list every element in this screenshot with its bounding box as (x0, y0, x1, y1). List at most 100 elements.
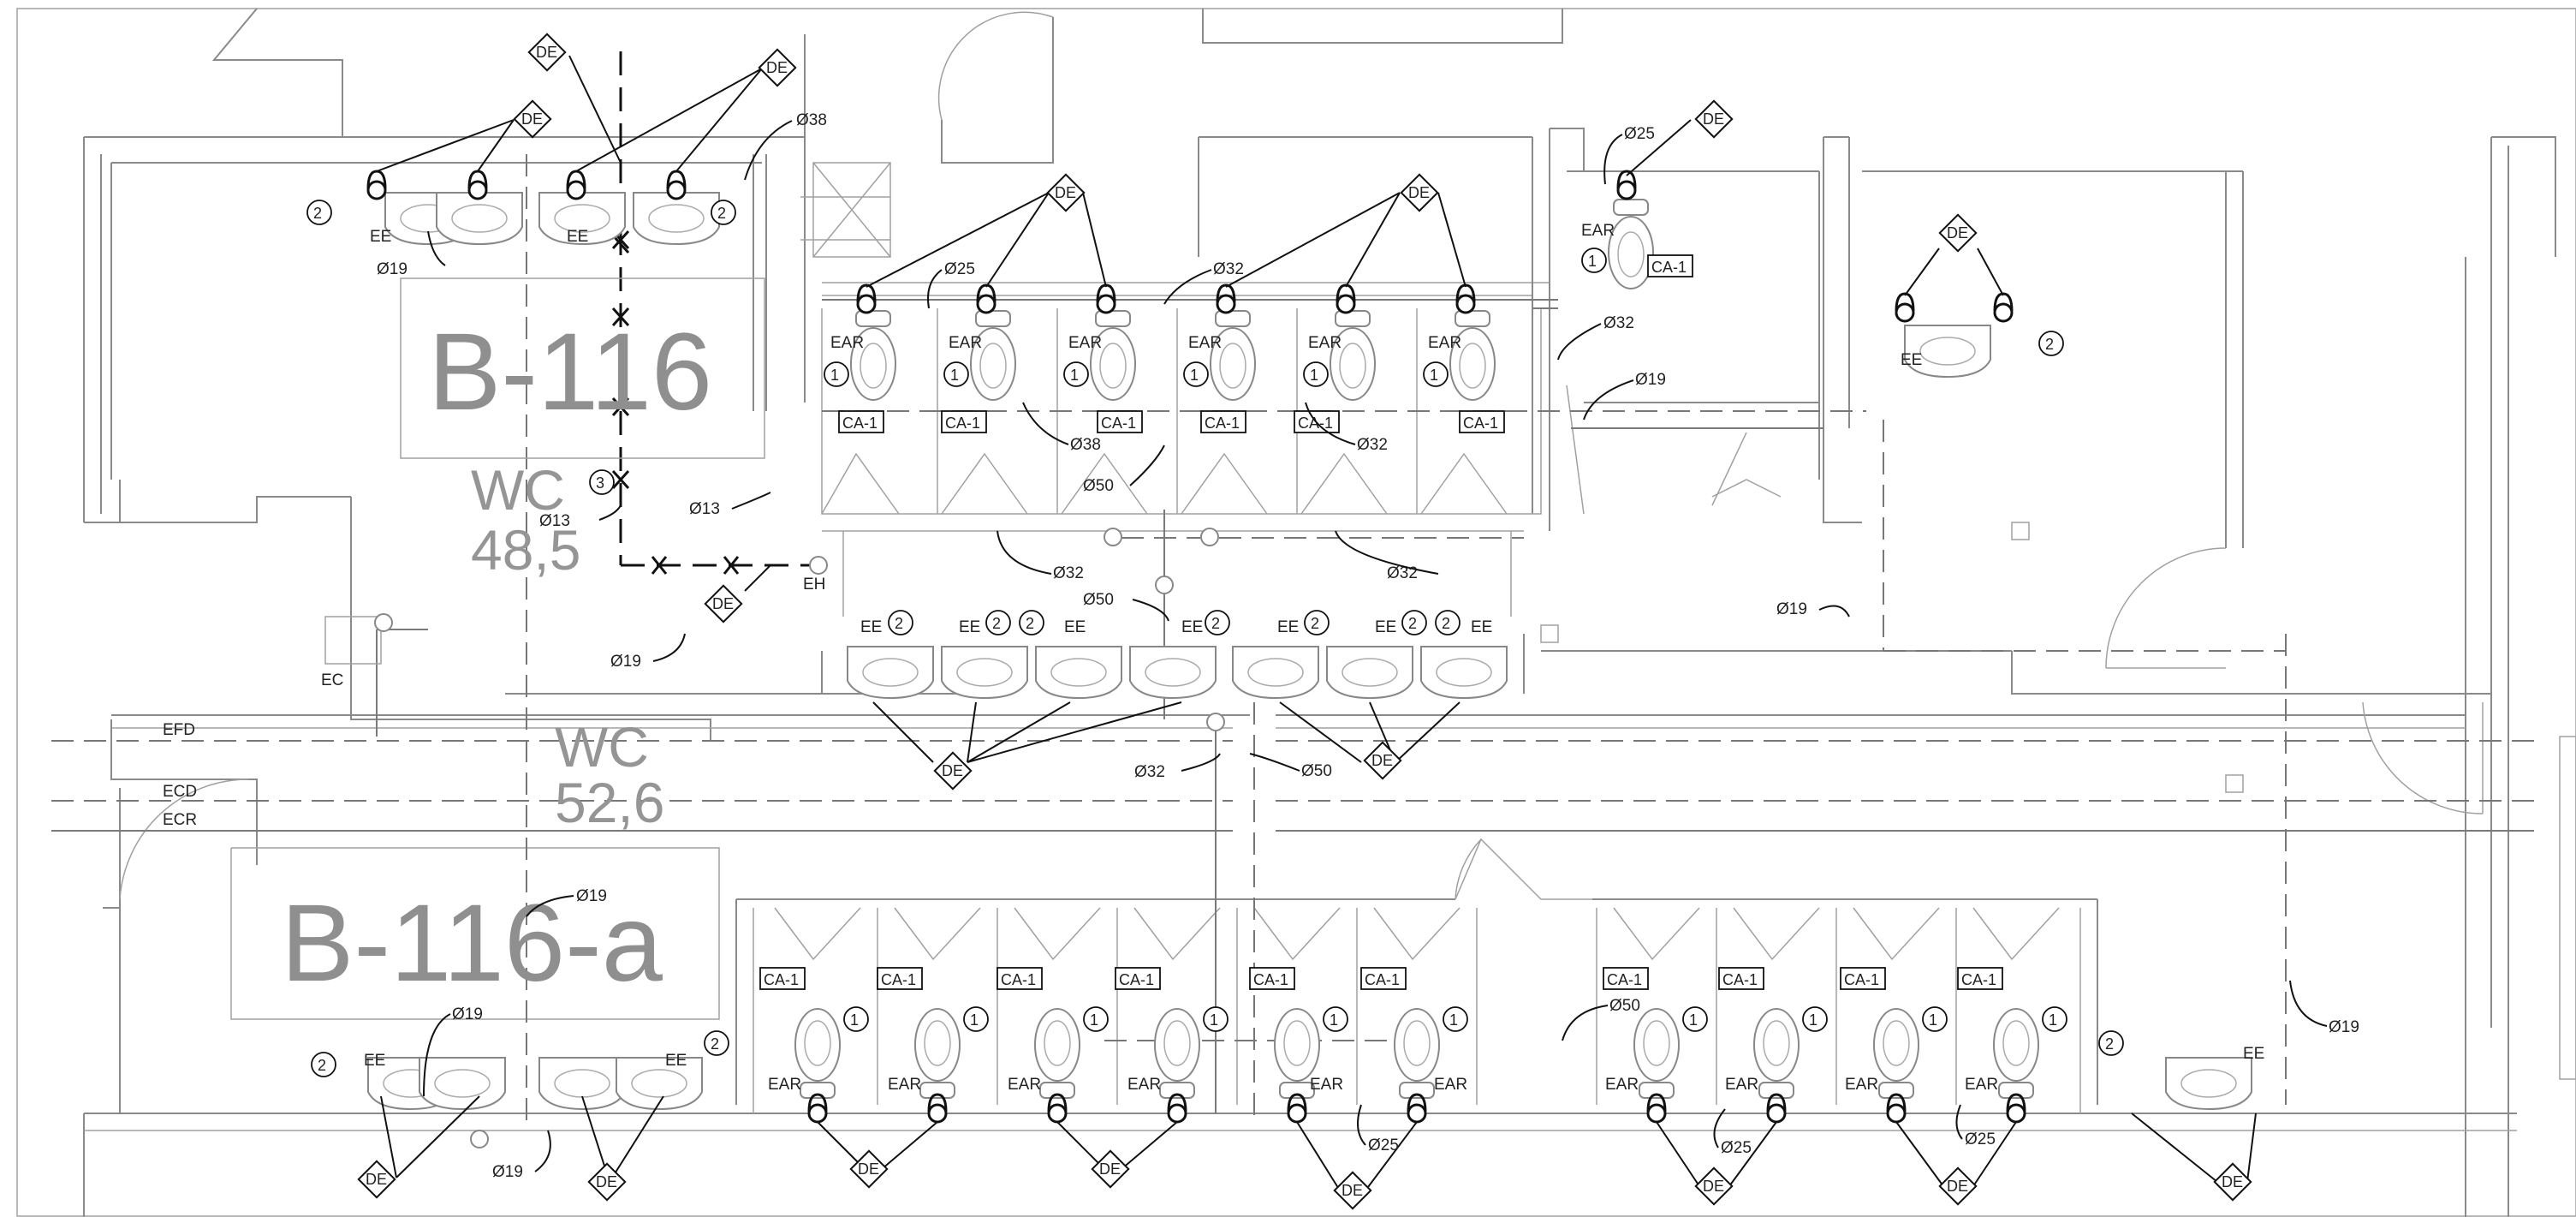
sinks-middle (847, 646, 1508, 699)
num-1-l7: 1 (1689, 1011, 1698, 1029)
ca1-tag-u2: CA-1 (945, 415, 980, 432)
de-label-18: DE (2222, 1173, 2243, 1190)
ee-label-m5: EE (1277, 618, 1299, 636)
de-label-11: DE (366, 1171, 387, 1188)
num-2-m2: 2 (992, 615, 1001, 632)
dim-25-lower-2: Ø25 (1721, 1139, 1752, 1157)
ca1-tag-u6: CA-1 (1463, 415, 1498, 432)
de-leaders (376, 55, 2257, 1191)
num-1-l2: 1 (970, 1011, 979, 1029)
num-1-u2: 1 (950, 367, 959, 384)
dim-19-sink: Ø19 (377, 260, 408, 278)
ear-label-l8: EAR (1725, 1076, 1758, 1094)
dim-25-lower-3: Ø25 (1965, 1130, 1996, 1148)
ee-label-b2: EE (665, 1052, 687, 1070)
dim-19-far: Ø19 (1776, 600, 1807, 618)
num-2-m3: 2 (1026, 615, 1034, 632)
ear-label-l5: EAR (1310, 1076, 1343, 1094)
ear-label-l10: EAR (1965, 1076, 1998, 1094)
num-2-c: 2 (2045, 336, 2054, 353)
de-label-5: DE (1408, 184, 1430, 201)
ee-label-m1: EE (860, 618, 882, 636)
num-2-m6: 2 (1408, 615, 1417, 632)
ca1-tag-u3: CA-1 (1101, 415, 1136, 432)
de-label-12: DE (596, 1173, 617, 1190)
ca1-tag-l2: CA-1 (881, 971, 916, 988)
dim-32-stall: Ø32 (1213, 260, 1244, 278)
ca1-tag-l5: CA-1 (1253, 971, 1288, 988)
ee-label-m7: EE (1471, 618, 1492, 636)
ca1-tag-l9: CA-1 (1844, 971, 1879, 988)
dim-32-mid: Ø32 (1357, 436, 1388, 454)
num-1-l1: 1 (850, 1011, 859, 1029)
service-lines (51, 154, 2534, 1148)
walls (83, 8, 2576, 1217)
ear-label-u7: EAR (1581, 222, 1615, 240)
ear-label-u2: EAR (949, 334, 982, 352)
num-2-m1: 2 (895, 615, 903, 632)
ear-label-l2: EAR (888, 1076, 921, 1094)
ec-label: EC (321, 671, 343, 689)
dim-19-b116a-2: Ø19 (452, 1005, 483, 1023)
ee-label-2: EE (567, 228, 588, 246)
ca1-tag-u4: CA-1 (1205, 415, 1240, 432)
num-2-b: 2 (717, 205, 726, 222)
num-1-l5: 1 (1330, 1011, 1338, 1029)
de-label-14: DE (1099, 1160, 1121, 1178)
ca1-tag-l10: CA-1 (1961, 971, 1996, 988)
dim-25-lower-1: Ø25 (1368, 1136, 1399, 1154)
de-diamonds (357, 33, 2252, 1210)
num-2-a: 2 (313, 205, 322, 222)
stalls-lower (774, 907, 2060, 1105)
dim-50-mid: Ø50 (1083, 477, 1114, 495)
dim-50-bot: Ø50 (1301, 762, 1332, 780)
dim-19-right: Ø19 (1635, 371, 1666, 389)
ca1-tag-u5: CA-1 (1298, 415, 1333, 432)
room-tag-frame-b116 (400, 277, 765, 459)
ee-label-b3: EE (2243, 1045, 2264, 1063)
cold-water-riser (611, 51, 828, 575)
num-1-u6: 1 (1430, 367, 1438, 384)
fixture-number-circles (306, 200, 2124, 1077)
de-label-2: DE (766, 59, 788, 76)
ca1-tags-upper (838, 254, 1693, 433)
ca1-tag-l7: CA-1 (1607, 971, 1642, 988)
de-label-9: DE (942, 762, 963, 779)
num-1-l8: 1 (1809, 1011, 1817, 1029)
dim-32-right: Ø32 (1603, 314, 1634, 332)
ee-label-b1: EE (364, 1052, 385, 1070)
dim-25-right: Ø25 (1624, 125, 1655, 143)
room-area-caption-b116a: WC (555, 715, 649, 779)
ca1-tag-u1: CA-1 (842, 415, 878, 432)
ear-label-u5: EAR (1308, 334, 1342, 352)
room-area-value-b116: 48,5 (471, 518, 580, 582)
room-label-b116a: B-116-a (281, 882, 663, 1005)
ear-label-u6: EAR (1428, 334, 1461, 352)
ca1-tags-lower (759, 967, 2003, 990)
dim-38-top: Ø38 (796, 111, 827, 129)
de-label-16: DE (1703, 1178, 1724, 1195)
dim-25-stall: Ø25 (944, 260, 975, 278)
de-label-13: DE (858, 1160, 879, 1178)
ear-label-u4: EAR (1188, 334, 1222, 352)
diameter-leaders (423, 120, 2328, 1172)
dim-19-left: Ø19 (610, 653, 641, 671)
ee-label-right: EE (1901, 351, 1922, 369)
ear-label-l6: EAR (1434, 1076, 1467, 1094)
de-label-3: DE (521, 110, 543, 128)
ear-label-l7: EAR (1605, 1076, 1639, 1094)
ee-label-m4: EE (1181, 618, 1203, 636)
num-2-m5: 2 (1311, 615, 1319, 632)
dim-19-b116a: Ø19 (576, 887, 607, 905)
de-label-6: DE (1703, 110, 1724, 128)
dim-13-a: Ø13 (689, 500, 720, 518)
ca1-tag-l8: CA-1 (1722, 971, 1758, 988)
de-label-10: DE (1371, 752, 1393, 769)
ee-label-m6: EE (1375, 618, 1396, 636)
num-1-l4: 1 (1210, 1011, 1218, 1029)
num-1-u4: 1 (1190, 367, 1199, 384)
line-label-ecr: ECR (163, 811, 197, 829)
ee-label-1: EE (370, 228, 391, 246)
num-1-l6: 1 (1449, 1011, 1458, 1029)
